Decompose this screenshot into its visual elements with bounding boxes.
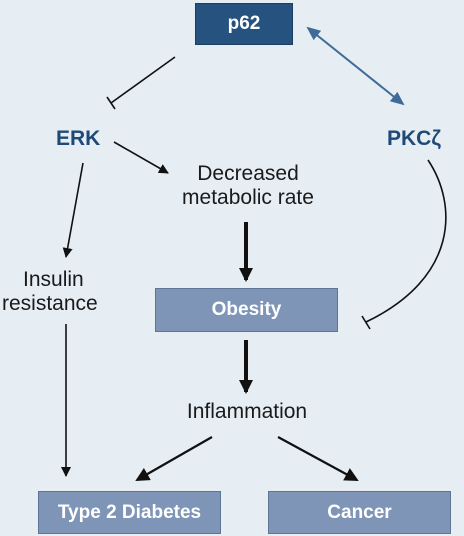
node-decreased-metabolic-rate: Decreased metabolic rate — [160, 162, 336, 210]
node-insulin-resistance: Insulin resistance — [2, 268, 122, 316]
edge-erk-to-metabolic — [113, 141, 169, 174]
edge-inflammation-to-diabetes — [135, 436, 213, 481]
node-insulin-line1: Insulin — [23, 268, 84, 291]
edge-p62-inhibits-erk-bar — [106, 96, 116, 110]
edge-p62-inhibits-erk — [110, 56, 176, 104]
node-pkc-zeta: PKCζ — [387, 127, 442, 150]
node-erk: ERK — [56, 127, 101, 150]
node-inflammation: Inflammation — [186, 400, 308, 423]
node-type-2-diabetes: Type 2 Diabetes — [38, 491, 221, 534]
edge-pkc-inhibits-obesity-bar — [361, 315, 371, 330]
node-decreased-line1: Decreased — [197, 162, 299, 185]
node-diabetes-label: Type 2 Diabetes — [57, 501, 202, 523]
node-p62: p62 — [195, 3, 293, 45]
node-obesity: Obesity — [155, 288, 338, 332]
edge-pkc-inhibits-obesity — [365, 159, 447, 323]
node-decreased-line2: metabolic rate — [182, 186, 314, 210]
node-cancer-label: Cancer — [327, 501, 392, 523]
node-p62-label: p62 — [227, 13, 261, 34]
node-insulin-line2: resistance — [2, 292, 98, 316]
node-cancer: Cancer — [268, 491, 451, 534]
edge-erk-to-insulin — [62, 162, 84, 258]
edge-inflammation-to-cancer — [277, 436, 359, 481]
edge-p62-pkc-double-arrow — [306, 26, 405, 106]
node-obesity-label: Obesity — [211, 299, 282, 320]
